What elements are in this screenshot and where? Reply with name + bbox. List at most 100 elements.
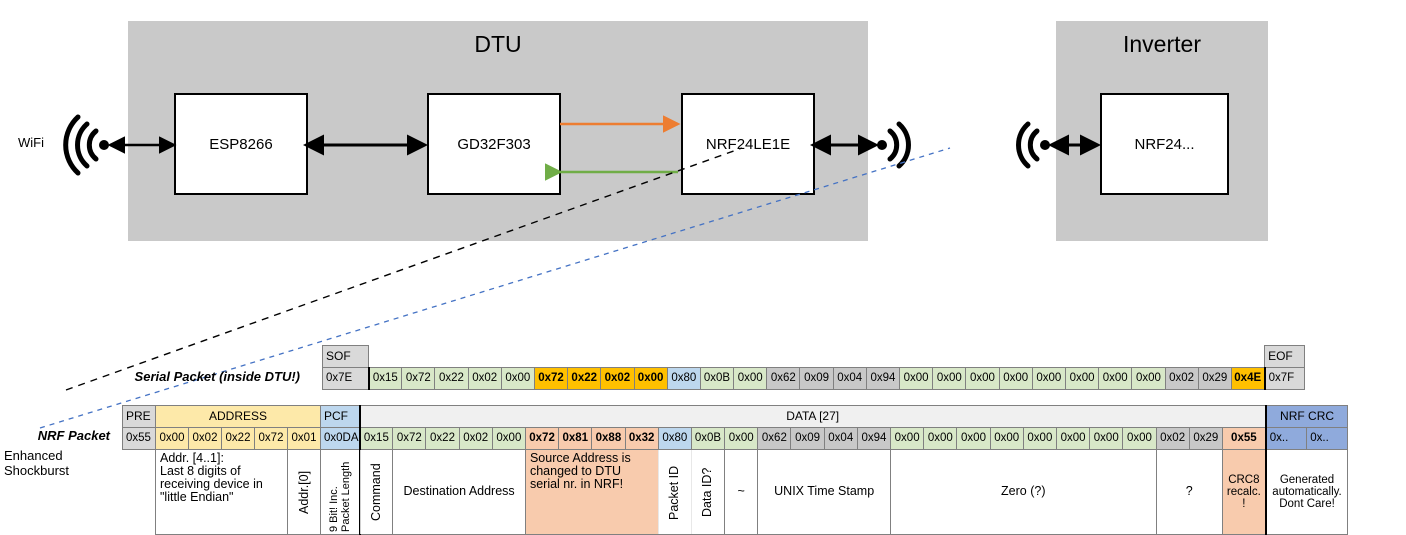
enhanced-shockburst-label: Enhanced Shockburst — [4, 448, 70, 478]
desc-nrf-crc-note: Generated automatically. Dont Care! — [1265, 449, 1349, 535]
nrf-byte-26: 0x55 — [1221, 427, 1267, 450]
nrf-byte-1: 0x72 — [392, 427, 427, 450]
nrf-address-byte-2: 0x22 — [221, 427, 255, 450]
nrf-pcf-header: PCF — [319, 405, 361, 428]
desc-packet-id: Packet ID — [658, 449, 692, 535]
serial-byte-7: 0x02 — [600, 367, 635, 390]
serial-eof-value: 0x7F — [1264, 367, 1306, 390]
nrf-byte-12: 0x62 — [757, 427, 792, 450]
serial-byte-20: 0x00 — [1031, 367, 1066, 390]
chip-gd32f303-label: GD32F303 — [457, 135, 531, 153]
nrf-byte-23: 0x00 — [1122, 427, 1157, 450]
nrf-byte-15: 0x94 — [856, 427, 892, 450]
desc-command: Command — [359, 449, 393, 535]
serial-byte-21: 0x00 — [1064, 367, 1100, 390]
serial-byte-23: 0x00 — [1131, 367, 1166, 390]
desc-source-address: Source Address is changed to DTU serial … — [524, 449, 659, 535]
nrf-byte-9: 0x80 — [657, 427, 692, 450]
serial-byte-4: 0x00 — [500, 367, 535, 390]
serial-byte-12: 0x62 — [766, 367, 801, 390]
serial-header-spacer — [369, 346, 1265, 368]
nrf-address-byte-4: 0x01 — [287, 427, 321, 450]
nrf-byte-19: 0x00 — [989, 427, 1024, 450]
nrf-byte-6: 0x81 — [558, 427, 593, 450]
serial-byte-17: 0x00 — [932, 367, 967, 390]
inverter-title: Inverter — [1123, 31, 1201, 57]
serial-byte-6: 0x22 — [567, 367, 602, 390]
serial-byte-5: 0x72 — [533, 367, 569, 390]
desc-unix-time-stamp: UNIX Time Stamp — [757, 449, 892, 535]
nrf-pcf-value: 0x0DA — [319, 427, 361, 450]
serial-byte-11: 0x00 — [733, 367, 768, 390]
nrf-byte-7: 0x88 — [591, 427, 626, 450]
nrf-byte-11: 0x00 — [724, 427, 759, 450]
serial-eof-header: EOF — [1264, 345, 1306, 368]
nrf-address-byte-3: 0x72 — [254, 427, 288, 450]
chip-esp8266: ESP8266 — [174, 93, 308, 195]
serial-byte-15: 0x94 — [865, 367, 901, 390]
serial-byte-25: 0x29 — [1197, 367, 1232, 390]
serial-byte-0: 0x15 — [367, 367, 403, 390]
serial-byte-13: 0x09 — [799, 367, 834, 390]
nrf-crc-header: NRF CRC — [1264, 405, 1349, 428]
nrf-byte-5: 0x72 — [524, 427, 560, 450]
serial-byte-18: 0x00 — [965, 367, 1000, 390]
nrf-byte-21: 0x00 — [1055, 427, 1091, 450]
nrf-byte-10: 0x0B — [690, 427, 726, 450]
serial-header-row: SOF EOF — [322, 345, 1306, 368]
chip-gd32f303: GD32F303 — [427, 93, 561, 195]
nrf-byte-4: 0x00 — [491, 427, 526, 450]
serial-byte-row: 0x7E 0x15 0x72 0x22 0x02 0x00 0x72 0x22 … — [322, 367, 1306, 390]
serial-byte-14: 0x04 — [832, 367, 867, 390]
desc-crc8: CRC8 recalc. ! — [1221, 449, 1267, 535]
nrf-byte-row: 0x55 0x00 0x02 0x22 0x72 0x01 0x0DA 0x15… — [122, 427, 1349, 450]
nrf-byte-13: 0x09 — [790, 427, 825, 450]
nrf-pre-value: 0x55 — [122, 427, 156, 450]
dtu-title: DTU — [474, 31, 522, 57]
serial-byte-1: 0x72 — [401, 367, 436, 390]
chip-nrf24: NRF24... — [1100, 93, 1229, 195]
nrf-crc-value-0: 0x.. — [1265, 427, 1308, 450]
serial-byte-10: 0x0B — [699, 367, 735, 390]
serial-byte-24: 0x02 — [1164, 367, 1199, 390]
serial-byte-26: 0x4E — [1230, 367, 1266, 390]
chip-nrf24le1e: NRF24LE1E — [681, 93, 815, 195]
nrf-byte-2: 0x22 — [425, 427, 460, 450]
nrf-data-header: DATA [27] — [358, 405, 1267, 428]
rf-antenna-inverter-icon — [1016, 121, 1050, 169]
serial-byte-2: 0x22 — [434, 367, 469, 390]
nrf-address-byte-0: 0x00 — [155, 427, 189, 450]
nrf-byte-3: 0x02 — [458, 427, 493, 450]
chip-esp8266-label: ESP8266 — [209, 135, 273, 153]
nrf-byte-14: 0x04 — [823, 427, 858, 450]
nrf-byte-24: 0x02 — [1155, 427, 1190, 450]
serial-byte-19: 0x00 — [998, 367, 1033, 390]
desc-spacer-pre — [123, 450, 156, 535]
serial-sof-header: SOF — [322, 345, 369, 368]
nrf-byte-18: 0x00 — [956, 427, 991, 450]
serial-byte-3: 0x02 — [467, 367, 502, 390]
nrf-packet-label: NRF Packet — [37, 428, 110, 443]
nrf-address-byte-1: 0x02 — [188, 427, 222, 450]
chip-nrf24le1e-label: NRF24LE1E — [705, 135, 791, 153]
desc-tilde: ~ — [724, 449, 759, 535]
serial-byte-9: 0x80 — [666, 367, 701, 390]
desc-addr0: Addr.[0] — [287, 449, 321, 535]
nrf-byte-20: 0x00 — [1022, 427, 1057, 450]
desc-destination-address: Destination Address — [392, 449, 526, 535]
inverter-enclosure: Inverter — [1056, 21, 1268, 241]
nrf-pre-header: PRE — [122, 405, 156, 428]
rf-antenna-right-icon — [877, 121, 911, 169]
nrf-byte-17: 0x00 — [923, 427, 958, 450]
serial-packet-table: SOF EOF 0x7E 0x15 0x72 0x22 0x02 0x00 0x… — [322, 345, 1306, 390]
nrf-byte-22: 0x00 — [1089, 427, 1124, 450]
nrf-byte-8: 0x32 — [624, 427, 659, 450]
serial-packet-label: Serial Packet (inside DTU!) — [134, 369, 300, 384]
chip-nrf24-label: NRF24... — [1134, 135, 1195, 153]
nrf-description-row: Addr. [4..1]: Last 8 digits of receiving… — [123, 449, 1349, 535]
nrf-byte-16: 0x00 — [890, 427, 925, 450]
desc-zero: Zero (?) — [890, 449, 1157, 535]
wifi-label: WiFi — [18, 135, 44, 150]
desc-question: ? — [1155, 449, 1223, 535]
nrf-byte-0: 0x15 — [358, 427, 394, 450]
